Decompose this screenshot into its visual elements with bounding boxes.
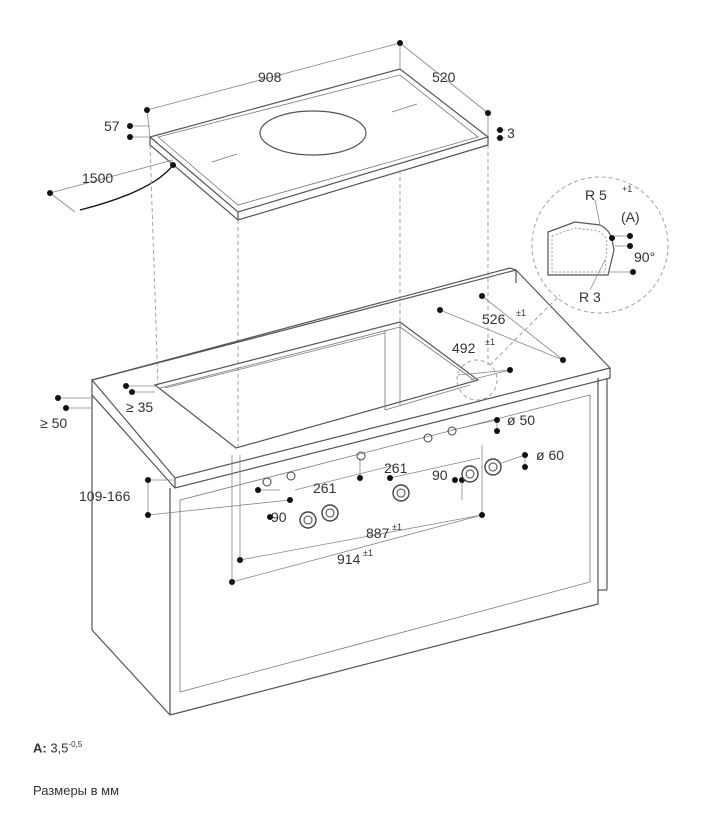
label-908: 908 [258,69,282,85]
label-520: 520 [432,69,456,85]
note-a-value: 3,5 [50,740,69,756]
label-90deg: 90° [634,249,655,265]
label-dia-60: ø 60 [536,447,564,463]
label-min-35: ≥ 35 [126,399,153,415]
cooktop [79,68,490,221]
label-57: 57 [104,118,120,134]
projection-lines [149,144,489,450]
knob-4 [461,465,479,483]
label-109-166: 109-166 [79,488,131,504]
label-526-tol: ±1 [516,308,526,318]
knob-2 [321,504,339,522]
knob-3 [392,484,410,502]
knob-5 [484,458,502,476]
label-261-left: 261 [313,480,337,496]
label-detail-a: (A) [621,209,640,225]
note-a-tol: -0,5 [68,740,83,749]
power-cable [79,164,174,211]
note-a-label: A: [33,740,47,756]
label-492-tol: ±1 [485,337,495,347]
cooktop-dimensions [47,40,505,213]
units-note: Размеры в мм [33,783,120,798]
label-min-50: ≥ 50 [40,415,67,431]
cooking-zone [259,110,367,156]
label-3: 3 [507,125,515,141]
label-r5: R 5 [585,187,607,203]
label-887-tol: ±1 [392,522,402,532]
label-526: 526 [482,311,506,327]
cabinet [90,267,612,716]
detail-a-callout [456,176,669,401]
label-90-right: 90 [432,467,448,483]
label-261-right: 261 [384,460,408,476]
label-90-left: 90 [271,509,287,525]
knob-1 [299,511,317,529]
cabinet-dimensions [55,293,566,585]
label-dia-50: ø 50 [507,412,535,428]
dimension-labels: 908 520 57 3 1500 R 5 +1 (A) 90° R 3 526… [40,69,655,567]
label-914-tol: ±1 [363,548,373,558]
label-914: 914 [337,551,361,567]
label-r3: R 3 [579,289,601,305]
label-r5-tol: +1 [622,184,632,194]
control-knobs [262,426,502,529]
label-492: 492 [452,340,476,356]
label-887: 887 [366,525,390,541]
note-a: A: 3,5-0,5 [33,740,82,755]
label-1500: 1500 [82,170,113,186]
